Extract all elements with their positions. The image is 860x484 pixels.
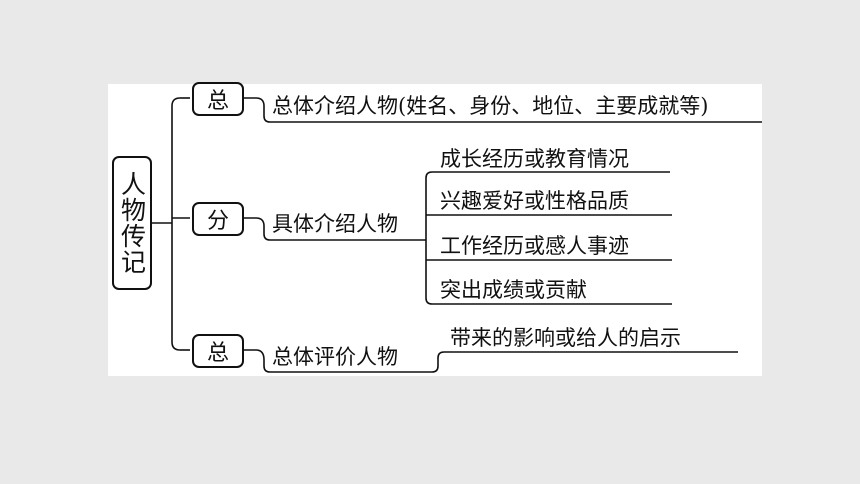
- root-node: 人物传记: [112, 156, 152, 290]
- detail-item-hobbies: 兴趣爱好或性格品质: [440, 189, 629, 213]
- middle-sub-trunk: [425, 171, 670, 240]
- branch-label-overall-evaluation: 总体评价人物: [272, 345, 398, 369]
- branch-node-summary-bottom: 总: [192, 334, 244, 368]
- detail-item-growth: 成长经历或教育情况: [440, 147, 629, 171]
- evaluation-item-influence: 带来的影响或给人的启示: [450, 326, 681, 350]
- branch-node-detail: 分: [192, 202, 244, 236]
- detail-item-work: 工作经历或感人事迹: [440, 234, 629, 258]
- middle-node-connector: [244, 217, 426, 241]
- branch-label-overall-intro: 总体介绍人物(姓名、身份、地位、主要成就等): [272, 94, 709, 118]
- top-node-connector: [244, 97, 762, 123]
- detail-item-achievements: 突出成绩或贡献: [440, 278, 587, 302]
- bottom-node-connector: [244, 349, 738, 373]
- main-trunk-line: [171, 97, 181, 351]
- branch-node-summary-top: 总: [192, 82, 244, 116]
- branch-label-detailed-intro: 具体介绍人物: [272, 212, 398, 236]
- middle-sub-trunk-lower: [425, 240, 672, 305]
